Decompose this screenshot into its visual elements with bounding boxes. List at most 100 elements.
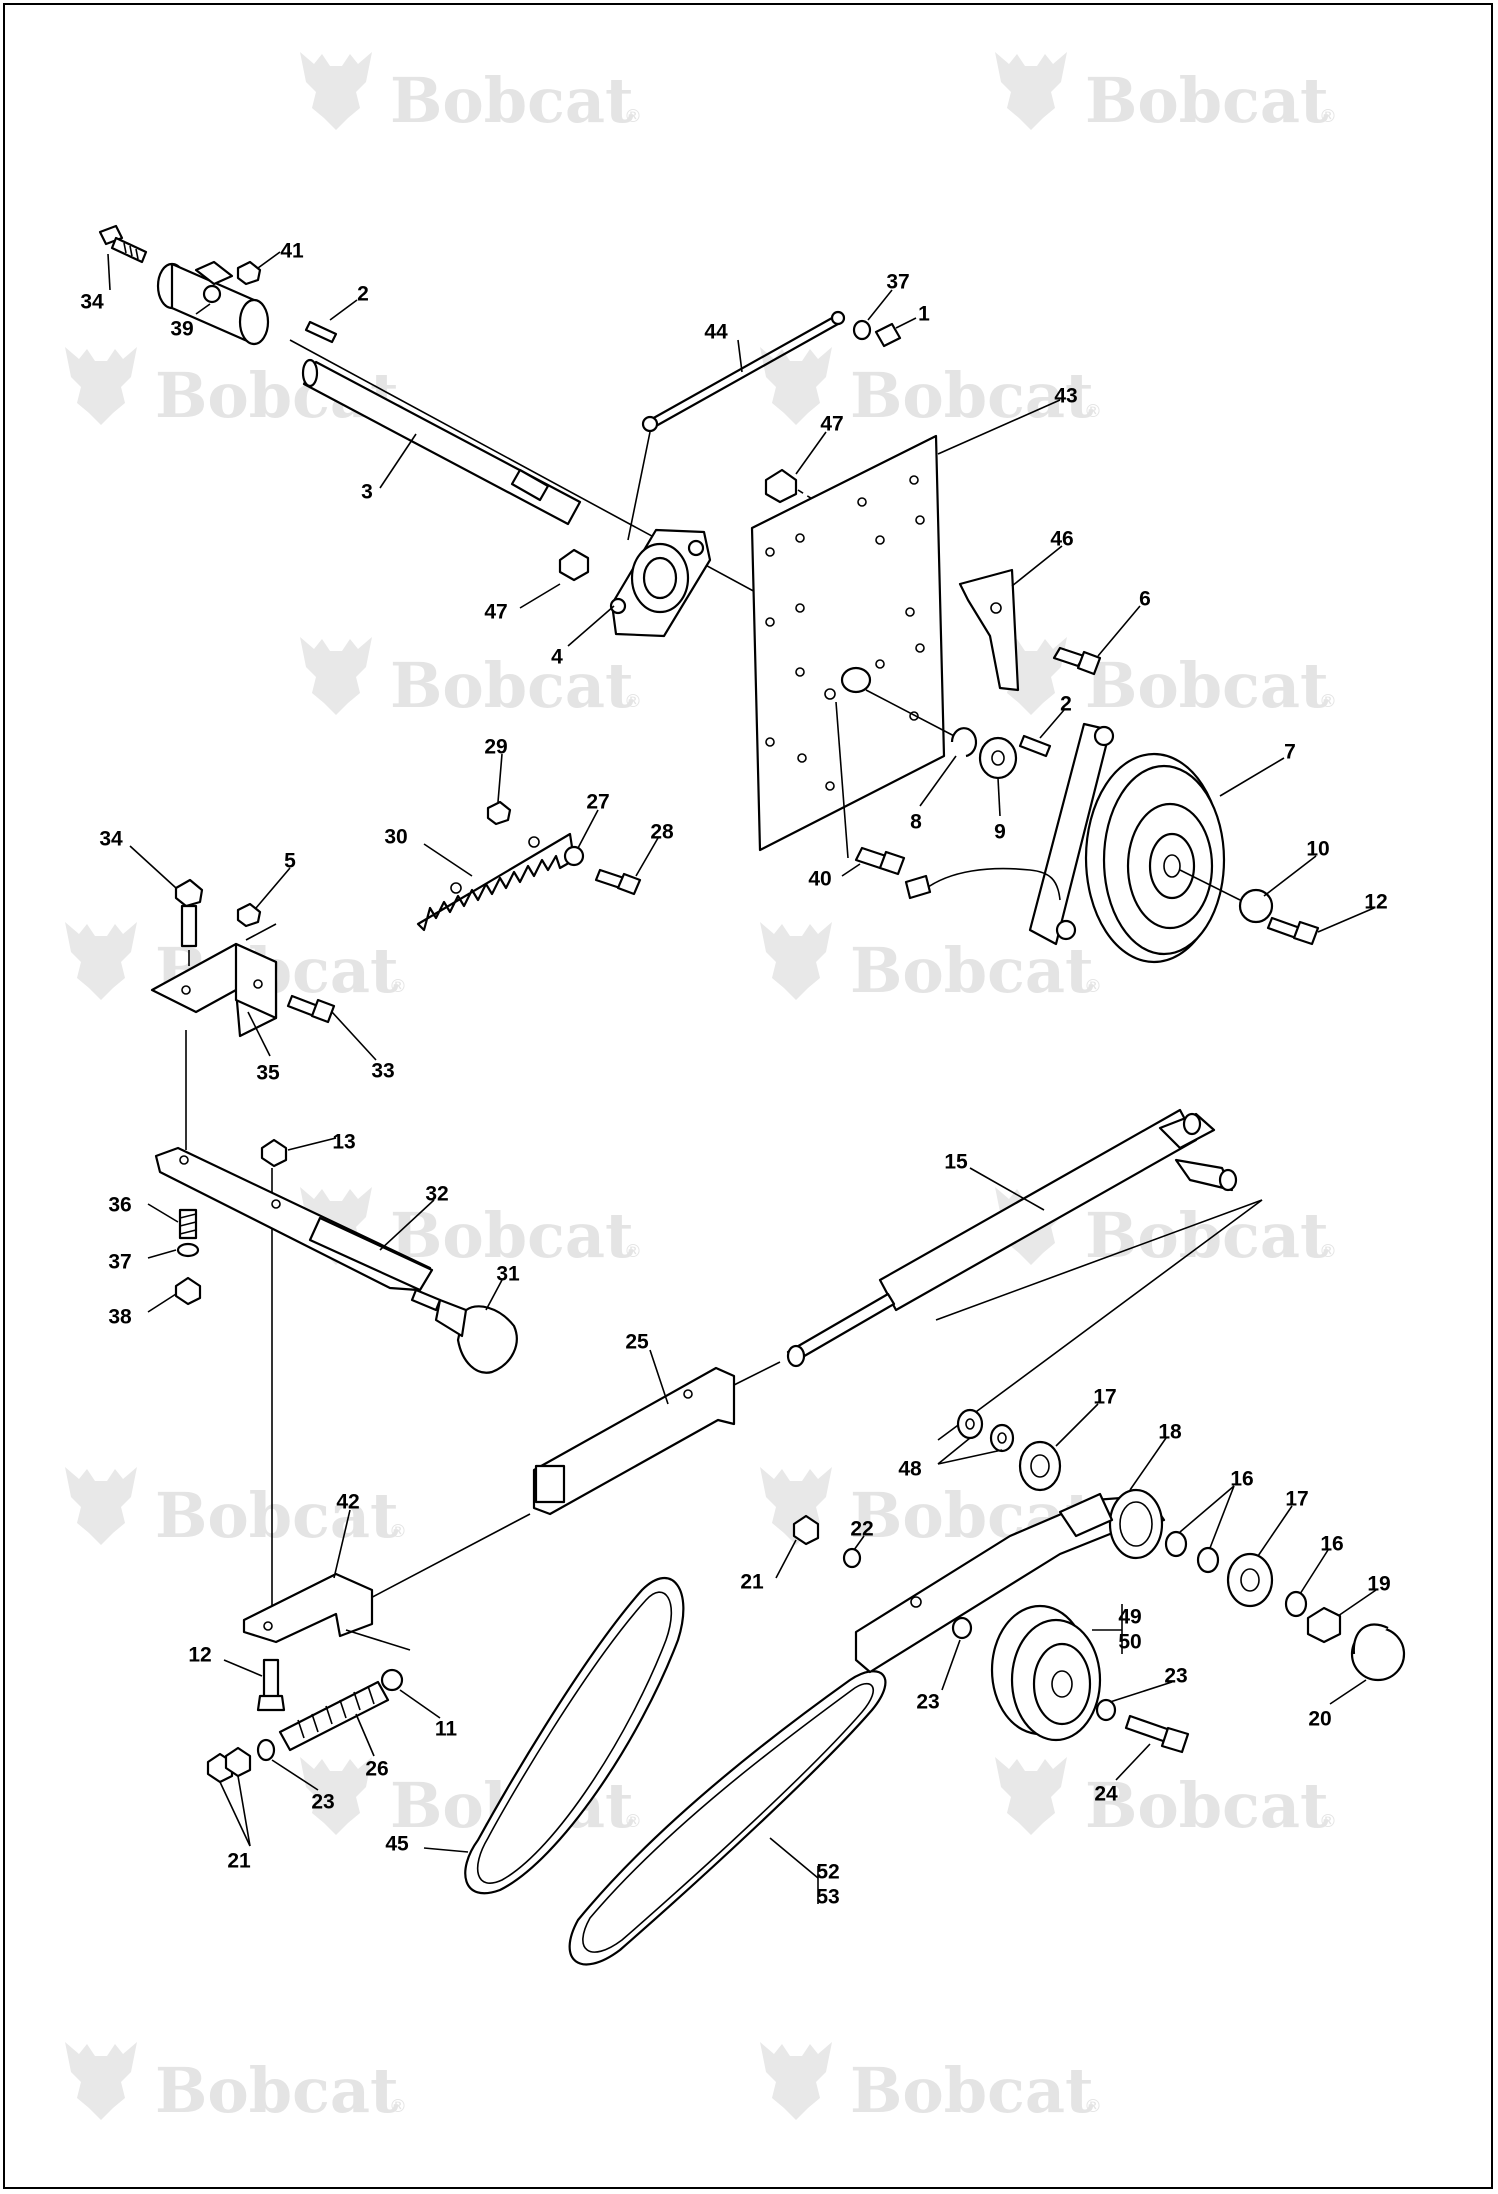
callout-46: 46 [1050, 528, 1073, 551]
watermark-reg: ® [624, 691, 642, 712]
watermark: Bobcat® [995, 637, 1337, 722]
bobcat-logo-icon [995, 1757, 1067, 1835]
bracket-35 [150, 923, 278, 1038]
wire-harness [923, 867, 1061, 901]
pulley-49-50 [990, 1604, 1102, 1742]
callout-26: 26 [365, 1758, 388, 1781]
bolt-28 [594, 868, 642, 896]
watermark-text: Bobcat [1085, 1769, 1329, 1842]
bolt-12-right [1179, 869, 1320, 946]
fitting-1 [874, 322, 902, 348]
callout-23: 23 [1164, 1665, 1187, 1688]
watermark: Bobcat® [300, 52, 642, 137]
washer-27 [563, 845, 585, 867]
watermark-reg: ® [1319, 106, 1337, 127]
callout-18: 18 [1158, 1421, 1182, 1444]
nut-13 [260, 1138, 288, 1168]
watermark-text: Bobcat [1085, 649, 1329, 722]
key-2-top [304, 320, 338, 344]
callout-28: 28 [650, 821, 674, 844]
nut-19 [1306, 1606, 1342, 1644]
bolt-24 [1124, 1714, 1190, 1754]
callout-31: 31 [496, 1263, 520, 1286]
watermark-reg: ® [389, 976, 407, 997]
callout-7: 7 [1284, 741, 1296, 764]
bearing-flange-4 [609, 528, 712, 638]
plate-43 [750, 434, 959, 859]
washer-16-b [1196, 1546, 1220, 1574]
watermark-text: Bobcat [1085, 1199, 1329, 1272]
watermark-text: Bobcat [1085, 64, 1329, 137]
watermark-text: Bobcat [850, 2054, 1094, 2127]
bobcat-logo-icon [65, 2042, 137, 2120]
watermark: Bobcat® [995, 1187, 1337, 1272]
watermark-text: Bobcat [155, 1479, 399, 1552]
watermark-text: Bobcat [390, 64, 634, 137]
callout-47: 47 [820, 413, 843, 436]
callout-50: 50 [1118, 1631, 1141, 1654]
callout-23: 23 [916, 1691, 939, 1714]
callout-20: 20 [1308, 1708, 1331, 1731]
watermark-reg: ® [1084, 976, 1102, 997]
bobcat-logo-icon [65, 922, 137, 1000]
callout-36: 36 [108, 1194, 131, 1217]
callout-2: 2 [357, 283, 369, 306]
nut-41 [236, 260, 262, 286]
callout-12: 12 [188, 1644, 211, 1667]
callout-1: 1 [918, 303, 930, 326]
clutch-pulley-7 [1028, 722, 1226, 964]
callout-5: 5 [284, 850, 296, 873]
callout-13: 13 [332, 1131, 355, 1154]
nut-5 [236, 902, 262, 928]
callout-53: 53 [816, 1886, 839, 1909]
washer-48-b [989, 1423, 1015, 1453]
nut-21-mid [792, 1514, 820, 1546]
callout-12: 12 [1364, 891, 1387, 914]
watermark: Bobcat® [995, 1757, 1337, 1842]
watermark-reg: ® [624, 1811, 642, 1832]
callout-34: 34 [80, 291, 104, 314]
bolt-12-left [256, 1658, 286, 1712]
bobcat-logo-icon [65, 347, 137, 425]
callout-3: 3 [361, 481, 373, 504]
bolt-34-top [98, 224, 148, 264]
watermark-text: Bobcat [850, 359, 1094, 432]
bolt-33 [286, 994, 336, 1024]
nut-47-left [558, 548, 590, 582]
callout-30: 30 [384, 826, 407, 849]
callout-49: 49 [1118, 1606, 1141, 1629]
snap-ring-8 [950, 727, 978, 758]
watermark-reg: ® [389, 2096, 407, 2117]
watermark-reg: ® [1084, 2096, 1102, 2117]
watermark: Bobcat® [65, 1467, 407, 1552]
callout-8: 8 [910, 811, 922, 834]
callout-45: 45 [385, 1833, 409, 1856]
callout-17: 17 [1093, 1386, 1116, 1409]
callout-37: 37 [886, 271, 909, 294]
callout-37: 37 [108, 1251, 131, 1274]
washer-16-a [1164, 1530, 1188, 1558]
bolt-34-left [174, 878, 204, 966]
bobcat-logo-icon [995, 52, 1067, 130]
callout-2: 2 [1060, 693, 1072, 716]
notched-bar-30 [416, 832, 576, 932]
callout-24: 24 [1094, 1783, 1118, 1806]
callout-9: 9 [994, 821, 1006, 844]
watermark-reg: ® [1319, 1241, 1337, 1262]
callout-21: 21 [227, 1850, 251, 1873]
callout-25: 25 [625, 1331, 649, 1354]
bobcat-logo-icon [300, 52, 372, 130]
key-2-right [1018, 734, 1052, 758]
belt-52-53 [568, 1670, 887, 1966]
spring-26 [278, 1680, 390, 1752]
callout-35: 35 [256, 1062, 280, 1085]
washer-37-left [176, 1242, 200, 1258]
callout-42: 42 [336, 1491, 359, 1514]
callout-32: 32 [425, 1183, 448, 1206]
callout-48: 48 [898, 1458, 922, 1481]
watermark-reg: ® [1319, 1811, 1337, 1832]
callout-27: 27 [586, 791, 609, 814]
spring-36 [178, 1208, 198, 1240]
